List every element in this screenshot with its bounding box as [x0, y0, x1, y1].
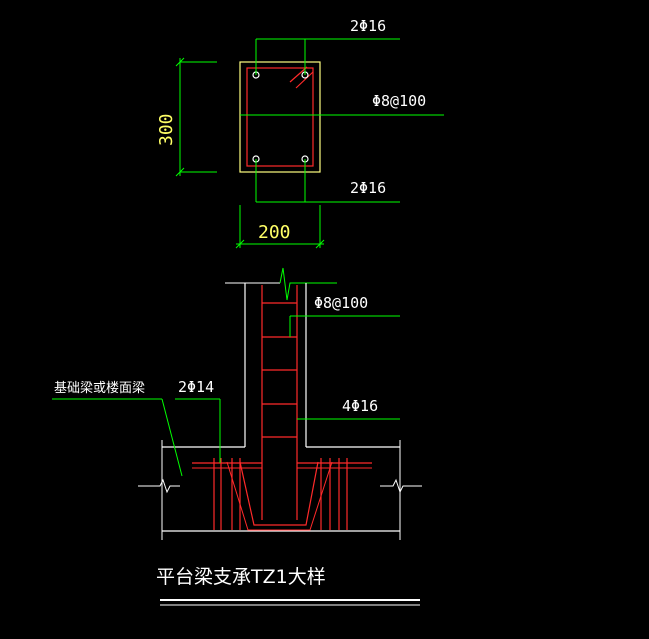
stirrup-hook-2	[289, 66, 308, 83]
label-long-bars: 4Φ16	[342, 397, 378, 415]
right-break-symbol	[380, 478, 422, 494]
label-height-dim: 300	[156, 113, 177, 146]
beam-stirrups	[213, 458, 348, 530]
drawing-title: 平台梁支承TZ1大样	[156, 566, 420, 606]
stirrup-hook	[295, 71, 314, 89]
label-elev-stirrups: Φ8@100	[314, 294, 368, 312]
anchor-bars-inner	[239, 461, 319, 526]
column-cross-section: 2Φ16 Φ8@100 2Φ16 300 200	[156, 17, 444, 249]
label-section-stirrups: Φ8@100	[372, 92, 426, 110]
label-beam-bars: 2Φ14	[178, 378, 214, 396]
left-break-symbol	[138, 478, 180, 494]
label-foundation-note: 基础梁或楼面梁	[54, 381, 145, 396]
column-stirrups	[262, 302, 297, 438]
title-text: 平台梁支承TZ1大样	[156, 566, 326, 588]
section-stirrup	[246, 67, 314, 167]
label-width-dim: 200	[258, 222, 291, 243]
anchor-bars-outer	[226, 461, 333, 531]
label-top-bars: 2Φ16	[350, 17, 386, 35]
column-elevation: Φ8@100 4Φ16 2Φ14 基础梁或楼面梁	[52, 267, 422, 540]
label-bottom-bars: 2Φ16	[350, 179, 386, 197]
section-concrete-outline	[239, 61, 321, 173]
